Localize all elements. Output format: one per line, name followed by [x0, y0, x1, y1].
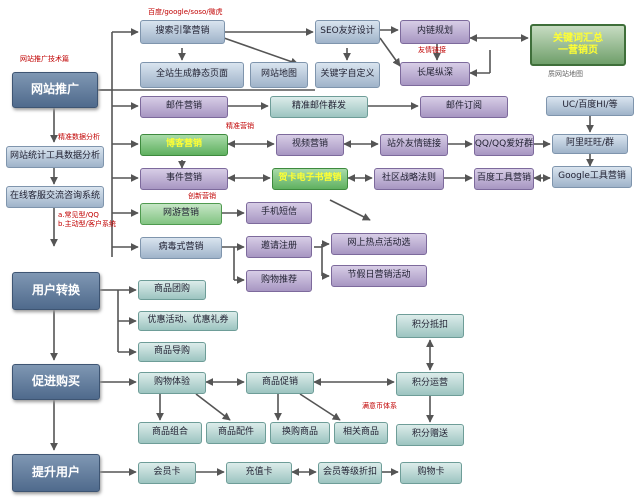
node-inner-link: 内链规划	[400, 20, 470, 44]
node-community: 社区战略法则	[374, 168, 444, 190]
node-recharge-card: 充值卡	[226, 462, 292, 484]
node-precise-email: 精准邮件群发	[270, 96, 368, 118]
node-static-site: 全站生成静态页面	[140, 62, 244, 88]
node-online-service: 在线客服交流咨询系统	[6, 186, 104, 208]
node-related: 相关商品	[334, 422, 388, 444]
node-viral: 病毒式营销	[140, 237, 222, 259]
node-group-buy: 商品团购	[138, 280, 206, 300]
node-seo-design: SEO友好设计	[315, 20, 380, 44]
node-gift-card: 贺卡电子书营销	[272, 168, 348, 190]
node-invite: 邀请注册	[246, 236, 312, 258]
label-points-system: 满意币体系	[362, 402, 397, 410]
keyword-summary-line2: 一营销页	[558, 45, 598, 56]
node-points-gift: 积分赠送	[396, 424, 464, 446]
node-email: 邮件营销	[140, 96, 228, 118]
node-member-card: 会员卡	[138, 462, 196, 484]
node-promo: 优惠活动、优惠礼券	[138, 311, 238, 331]
node-user-convert: 用户转换	[12, 272, 100, 310]
label-email-note: 精准营销	[226, 122, 254, 130]
node-exchange: 换购商品	[270, 422, 330, 444]
node-points-operation: 积分运营	[396, 372, 464, 396]
node-long-tail: 长尾纵深	[400, 62, 470, 86]
node-points-redeem: 积分抵扣	[396, 314, 464, 338]
node-google-tools: Google工具营销	[552, 166, 632, 188]
node-sitemap: 网站地图	[250, 62, 308, 88]
node-shop-recommend: 购物推荐	[246, 270, 312, 292]
node-promotion: 网站推广	[12, 72, 98, 108]
node-email-subscribe: 邮件订阅	[420, 96, 508, 118]
node-hot-event: 网上热点活动选	[331, 233, 427, 255]
label-tech: 网站推广技术篇	[20, 55, 69, 63]
node-video: 视频营销	[276, 134, 344, 156]
node-net-game: 网游营销	[140, 203, 222, 225]
node-baidu-tools: 百度工具营销	[474, 168, 534, 190]
label-faq-2: b.主动型/客户系统	[58, 220, 117, 228]
node-keyword-custom: 关键字自定义	[315, 62, 380, 88]
label-sitemap-note: 质网站地图	[548, 70, 583, 78]
node-guide: 商品导购	[138, 342, 206, 362]
node-promote-purchase: 促进购买	[12, 364, 100, 400]
node-member-discount: 会员等级折扣	[318, 462, 382, 484]
node-holiday: 节假日营销活动	[331, 265, 427, 287]
keyword-summary-line1: 关键词汇总	[553, 32, 603, 44]
node-event: 事件营销	[140, 168, 228, 190]
node-product-promo: 商品促销	[246, 372, 314, 394]
node-qq: QQ/QQ爱好群	[474, 134, 534, 156]
label-creative: 创新营销	[188, 192, 216, 200]
node-upgrade-user: 提升用户	[12, 454, 100, 492]
node-shopping-experience: 购物体验	[138, 372, 206, 394]
node-friend-link: 站外友情链接	[380, 134, 448, 156]
label-data-analysis: 精准数据分析	[58, 133, 100, 141]
label-faq-1: a.常见型/QQ	[58, 211, 99, 219]
node-uc-baidu: UC/百度HI/等	[546, 96, 634, 116]
node-seo-engine: 搜索引擎营销	[140, 20, 225, 44]
label-search-engines: 百度/google/soso/微虎	[148, 8, 223, 16]
node-sms: 手机短信	[246, 202, 312, 224]
node-keyword-summary: 关键词汇总 一营销页	[530, 24, 626, 66]
node-shop-card: 购物卡	[400, 462, 462, 484]
node-aliwang: 阿里旺旺/群	[552, 134, 628, 154]
label-friend-link: 友情链接	[418, 46, 446, 54]
node-combo: 商品组合	[138, 422, 202, 444]
node-accessory: 商品配件	[206, 422, 266, 444]
node-blog: 博客营销	[140, 134, 228, 156]
node-stats-analysis: 网站统计工具数据分析	[6, 146, 104, 168]
